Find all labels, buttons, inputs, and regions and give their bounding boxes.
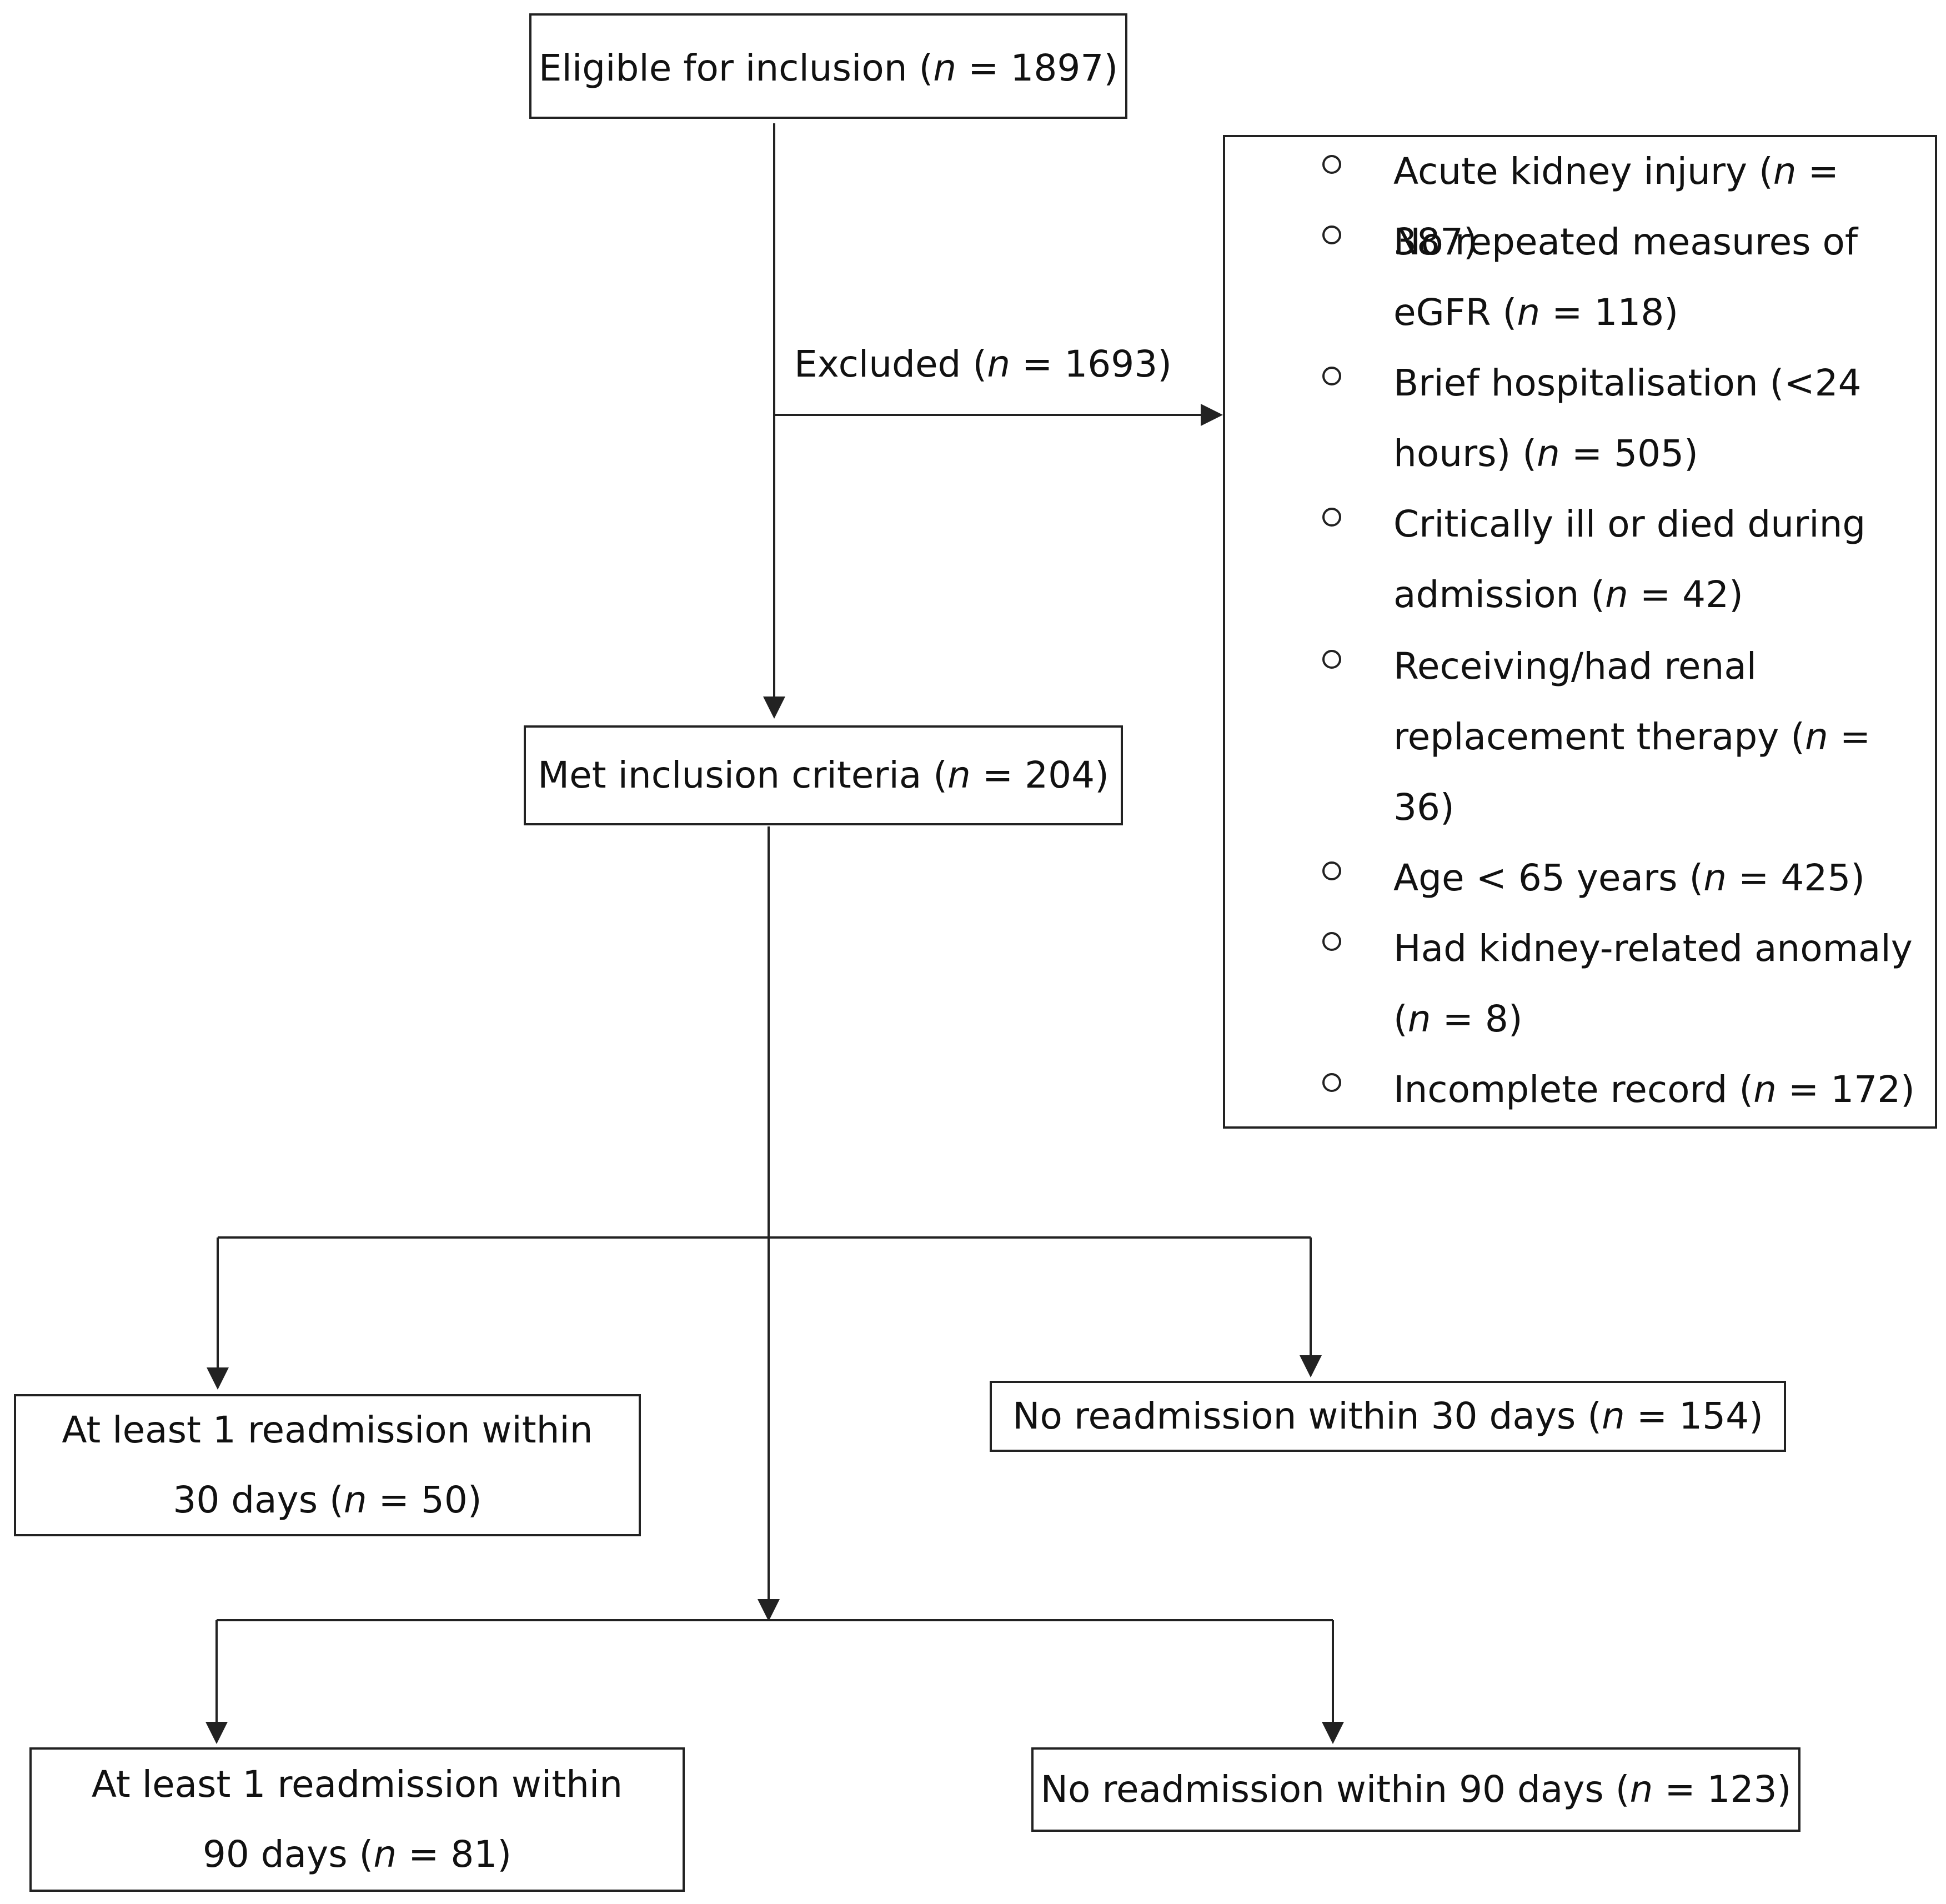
noreadmit-30-box: No readmission within 30 days (n = 154) xyxy=(990,1381,1786,1452)
noreadmit-30-text: No readmission within 30 days (n = 154) xyxy=(1012,1395,1763,1437)
readmit-30-box: At least 1 readmission within 30 days (n… xyxy=(14,1394,641,1536)
noreadmit-90-text: No readmission within 90 days (n = 123) xyxy=(1040,1768,1792,1811)
eligible-text: Eligible for inclusion (n = 1897) xyxy=(538,47,1119,89)
excluded-label: Excluded (n = 1693) xyxy=(794,343,1172,385)
bullet-circle-icon xyxy=(1322,650,1341,669)
bullet-circle-icon xyxy=(1322,508,1341,527)
bullet-circle-icon xyxy=(1322,932,1341,951)
exclusion-item-incomplete-record: Incomplete record (n = 172) xyxy=(1225,1068,1935,1111)
bullet-circle-icon xyxy=(1322,226,1341,244)
exclusion-item-kidney-anomaly: Had kidney-related anomaly (n = 8) xyxy=(1225,927,1935,1040)
exclusion-reasons-box: Acute kidney injury (n = 387) No repeate… xyxy=(1223,135,1937,1129)
readmit-90-text: At least 1 readmission within 90 days (n… xyxy=(91,1763,623,1876)
exclusion-item-renal-replacement: Receiving/had renal replacement therapy … xyxy=(1225,645,1935,829)
noreadmit-90-box: No readmission within 90 days (n = 123) xyxy=(1031,1747,1800,1832)
readmit-90-box: At least 1 readmission within 90 days (n… xyxy=(29,1747,685,1892)
bullet-circle-icon xyxy=(1322,861,1341,880)
met-criteria-text: Met inclusion criteria (n = 204) xyxy=(538,754,1109,796)
bullet-circle-icon xyxy=(1322,155,1341,174)
eligible-box: Eligible for inclusion (n = 1897) xyxy=(529,13,1127,119)
readmit-30-text: At least 1 readmission within 30 days (n… xyxy=(62,1409,593,1521)
met-criteria-box: Met inclusion criteria (n = 204) xyxy=(524,725,1123,825)
bullet-circle-icon xyxy=(1322,1073,1341,1092)
bullet-circle-icon xyxy=(1322,367,1341,385)
exclusion-item-acute-kidney-injury: Acute kidney injury (n = 387) xyxy=(1225,150,1935,263)
